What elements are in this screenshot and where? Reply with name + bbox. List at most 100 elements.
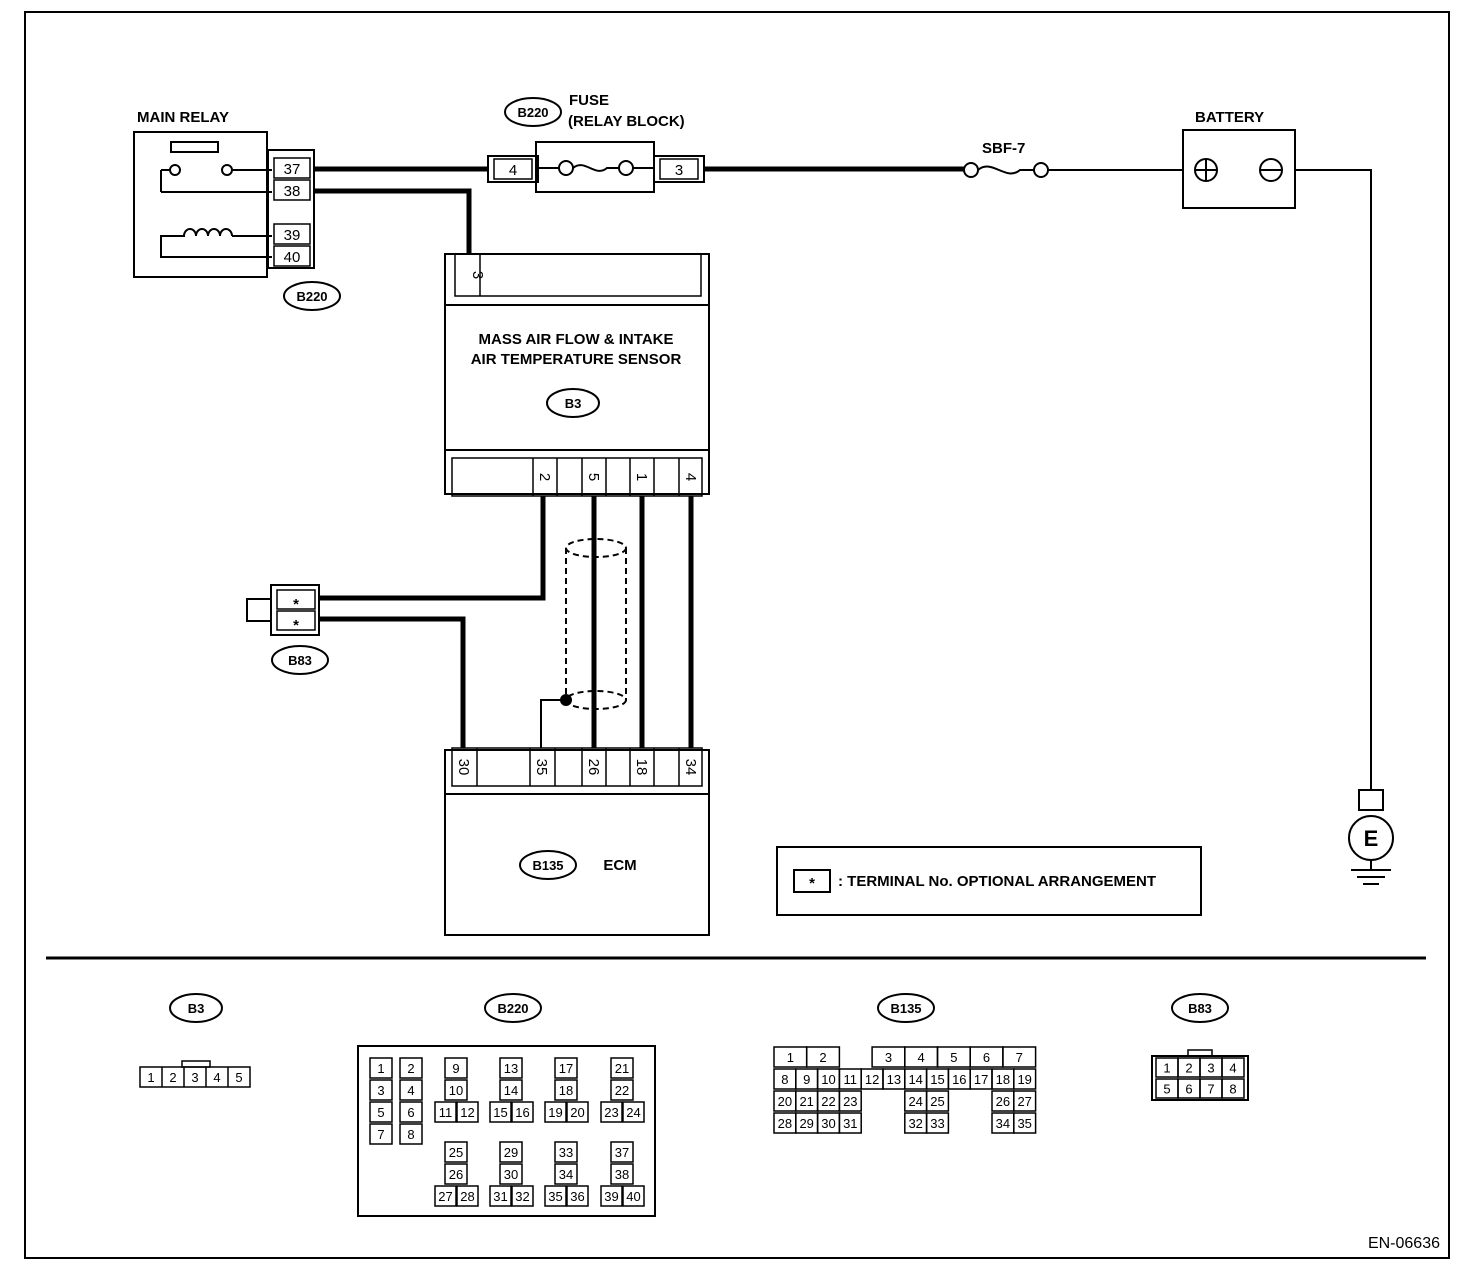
b135-view-pin-29: 29 <box>799 1116 813 1131</box>
b220-view-pin-5-cell <box>369 1101 393 1123</box>
sensor-pin-2: 2 <box>536 473 553 481</box>
b135-view-pin-24: 24 <box>908 1094 922 1109</box>
ecm-pin-34: 34 <box>682 759 699 776</box>
b220-view-pin-30-cell <box>499 1163 523 1185</box>
b220-view-pin-19-cell <box>544 1101 567 1123</box>
b220-view-pin-21-cell <box>610 1057 634 1079</box>
battery-label: BATTERY <box>1195 109 1264 126</box>
b220-view-pin-14: 14 <box>504 1083 518 1098</box>
b83-pin-b: * <box>293 617 299 634</box>
ecm-pin-35: 35 <box>533 759 550 776</box>
b220-view-pin-16: 16 <box>515 1105 529 1120</box>
b220-view-pin-29-cell <box>499 1141 523 1163</box>
b220-view-pin-7: 7 <box>377 1127 384 1142</box>
b220-view-pin-32: 32 <box>515 1189 529 1204</box>
main-relay-label: MAIN RELAY <box>137 109 229 126</box>
fuse-pin-3: 3 <box>675 162 683 179</box>
b135-view-pin-8: 8 <box>781 1072 788 1087</box>
fuse-relay-block: B220 FUSE (RELAY BLOCK) 4 3 <box>487 92 705 193</box>
b135-view-pin-9: 9 <box>803 1072 810 1087</box>
b220-view-pin-11: 11 <box>439 1105 453 1120</box>
ground: E <box>1348 789 1394 885</box>
b83-label: B83 <box>288 653 312 668</box>
b135-view-pin-23: 23 <box>843 1094 857 1109</box>
b220-view-pin-39-cell <box>600 1185 623 1207</box>
b220-view-pin-9-cell <box>444 1057 468 1079</box>
b220-view-pin-29: 29 <box>504 1145 518 1160</box>
b220-view-pin-34: 34 <box>559 1167 573 1182</box>
ecm: 30 35 26 18 34 B135 ECM <box>444 747 710 936</box>
b135-view-pin-12: 12 <box>865 1072 879 1087</box>
b135-view-pin-35-cell <box>1013 1112 1037 1134</box>
fuse-pin-4: 4 <box>509 162 517 179</box>
b220-view-pin-27: 27 <box>438 1189 452 1204</box>
b220-view-pin-2-cell <box>399 1057 423 1079</box>
b220-view-pin-10: 10 <box>449 1083 463 1098</box>
relay-connector-b220: B220 <box>296 289 327 304</box>
b83-view-pin-1: 1 <box>1163 1061 1170 1076</box>
b220-view-pin-20-cell <box>566 1101 589 1123</box>
b135-view-pin-13: 13 <box>887 1072 901 1087</box>
b135-view-pin-17: 17 <box>974 1072 988 1087</box>
b220-view-pin-21: 21 <box>615 1061 629 1076</box>
b220-view-pin-36-cell <box>566 1185 589 1207</box>
b3-view-pin-2: 2 <box>169 1070 176 1085</box>
b220-view-pin-11-cell <box>434 1101 457 1123</box>
b135-view-pin-20: 20 <box>778 1094 792 1109</box>
b135-view-pin-25-cell <box>925 1090 950 1112</box>
legend-symbol: * <box>809 875 815 892</box>
sensor-connector-b3: B3 <box>565 396 582 411</box>
b135-view-pin-31: 31 <box>843 1116 857 1131</box>
b220-view-label: B220 <box>497 1001 528 1016</box>
b135-view-pin-32: 32 <box>908 1116 922 1131</box>
sbf-label: SBF-7 <box>982 140 1025 157</box>
b220-view-pin-4-cell <box>399 1079 423 1101</box>
b83-view-pin-2: 2 <box>1185 1061 1192 1076</box>
b220-view-pin-6-cell <box>399 1101 423 1123</box>
b220-view-pin-40-cell <box>622 1185 645 1207</box>
b83-view-pin-3: 3 <box>1207 1061 1214 1076</box>
b220-view-pin-38-cell <box>610 1163 634 1185</box>
b83-view-pin-8: 8 <box>1229 1082 1236 1097</box>
b135-view-pin-2-cell <box>805 1046 841 1068</box>
b135-view-pin-23-cell <box>838 1090 862 1112</box>
relay-pin-37: 37 <box>284 161 301 178</box>
b220-view-pin-8-cell <box>399 1123 423 1145</box>
b220-view-pin-37: 37 <box>615 1145 629 1160</box>
b3-view-pin-3: 3 <box>191 1070 198 1085</box>
ecm-pin-18: 18 <box>633 759 650 776</box>
relay-pin-39: 39 <box>284 227 301 244</box>
b135-view-pin-22: 22 <box>821 1094 835 1109</box>
b220-view-pin-2: 2 <box>407 1061 414 1076</box>
b220-view-pin-6: 6 <box>407 1105 414 1120</box>
b3-view-label: B3 <box>188 1001 205 1016</box>
b83-view-housing <box>1151 1055 1249 1101</box>
b220-view-pin-26-cell <box>444 1163 468 1185</box>
ecm-connector-b135: B135 <box>532 858 563 873</box>
b220-view-pin-37-cell <box>610 1141 634 1163</box>
b83-view-pin-6: 6 <box>1185 1082 1192 1097</box>
b220-view-pin-3: 3 <box>377 1083 384 1098</box>
b220-view-pin-22-cell <box>610 1079 634 1101</box>
b220-view-pin-19: 19 <box>548 1105 562 1120</box>
sensor-pin-1: 1 <box>633 473 650 481</box>
b135-view-pin-25: 25 <box>930 1094 944 1109</box>
b135-view-pin-19: 19 <box>1017 1072 1031 1087</box>
b135-view-pin-27-cell <box>1013 1090 1037 1112</box>
b135-view-pin-26: 26 <box>996 1094 1010 1109</box>
b135-view-pin-4: 4 <box>918 1050 925 1065</box>
b220-view-pin-24: 24 <box>626 1105 640 1120</box>
ecm-label: ECM <box>603 857 636 874</box>
b220-view-pin-36: 36 <box>570 1189 584 1204</box>
b220-view-pin-5: 5 <box>377 1105 384 1120</box>
b220-view-pin-23-cell <box>600 1101 623 1123</box>
b135-view-pin-31-cell <box>838 1112 862 1134</box>
b135-view-pin-28: 28 <box>778 1116 792 1131</box>
b83-view-pin-4: 4 <box>1229 1061 1236 1076</box>
sbf-7: SBF-7 <box>963 140 1049 178</box>
b220-view-pin-15: 15 <box>493 1105 507 1120</box>
b220-view-pin-35: 35 <box>548 1189 562 1204</box>
b220-view-pin-25: 25 <box>449 1145 463 1160</box>
